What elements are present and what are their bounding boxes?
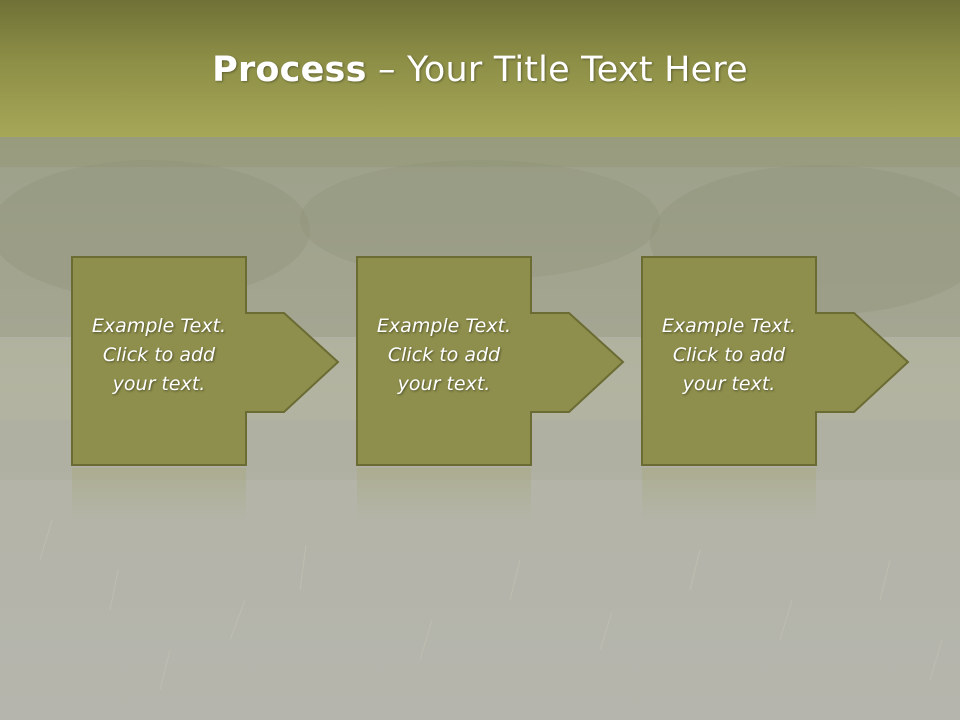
step-1-text[interactable]: Example Text. Click to add your text.	[91, 315, 227, 395]
process-step-1[interactable]: Example Text. Click to add your text.	[71, 256, 340, 523]
title-bar: Process – Your Title Text Here	[0, 0, 960, 137]
slide-title[interactable]: Process – Your Title Text Here	[0, 50, 960, 90]
title-bold: Process	[212, 50, 367, 90]
step-1-shape	[71, 256, 340, 523]
step-3-text[interactable]: Example Text. Click to add your text.	[661, 315, 797, 395]
title-rest: – Your Title Text Here	[366, 50, 748, 90]
step-2-shape	[356, 256, 625, 523]
process-step-3[interactable]: Example Text. Click to add your text.	[641, 256, 910, 523]
step-2-text[interactable]: Example Text. Click to add your text.	[376, 315, 512, 395]
process-step-2[interactable]: Example Text. Click to add your text.	[356, 256, 625, 523]
step-3-shape	[641, 256, 910, 523]
